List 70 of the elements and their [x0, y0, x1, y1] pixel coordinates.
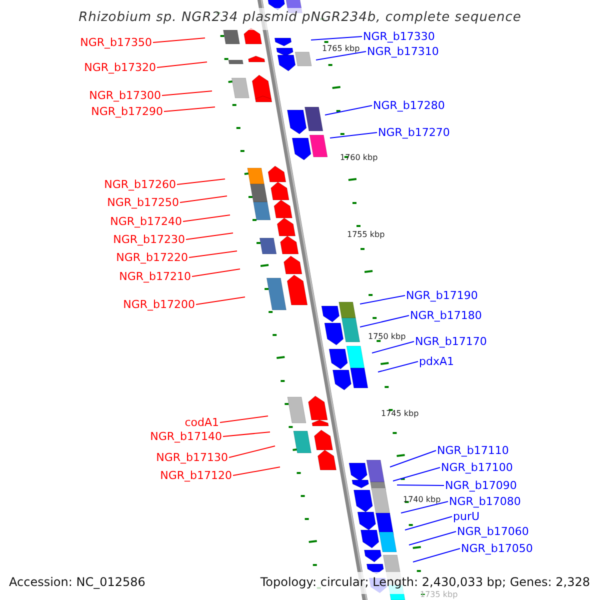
gene-label: NGR_b17140 — [150, 430, 222, 443]
gene-label: NGR_b17290 — [91, 105, 163, 118]
leader-line — [232, 466, 280, 476]
leader-line — [390, 450, 436, 468]
summary-text: Topology: circular; Length: 2,430,033 bp; Genes: 2,328 — [260, 576, 590, 589]
gene-label: NGR_b17090 — [445, 479, 517, 492]
scale-label: 1765 kbp — [322, 44, 360, 52]
gene-label: NGR_b17330 — [363, 30, 435, 43]
gene-label: NGR_b17120 — [160, 469, 232, 482]
leader-line — [156, 62, 208, 68]
gene-label: NGR_b17180 — [410, 309, 482, 322]
gene-label: NGR_b17310 — [367, 45, 439, 58]
leader-line — [152, 38, 206, 43]
leader-line — [228, 446, 276, 458]
gene-label: NGR_b17250 — [107, 196, 179, 209]
leader-line — [220, 416, 268, 423]
title: Rhizobium sp. NGR234 plasmid pNGR234b, complete sequence — [78, 11, 522, 24]
gene-label: NGR_b17200 — [123, 298, 195, 311]
gene-label: codA1 — [184, 416, 219, 429]
leader-line — [378, 361, 418, 372]
gene-label: NGR_b17110 — [437, 444, 509, 457]
scale-label: 1760 kbp — [340, 152, 378, 162]
leader-line — [164, 106, 216, 112]
leader-line — [330, 132, 378, 138]
leader-line — [400, 501, 448, 514]
leader-line — [176, 178, 226, 185]
scale-label: 1745 kbp — [381, 408, 419, 418]
gene-label: NGR_b17060 — [457, 525, 529, 538]
gene-label: purU — [453, 510, 480, 523]
leader-line — [196, 296, 246, 305]
gene-label: NGR_b17050 — [461, 542, 533, 555]
gene-label: NGR_b17230 — [113, 233, 185, 246]
leader-line — [222, 432, 270, 437]
leader-line — [360, 315, 410, 328]
leader-line — [360, 295, 406, 304]
leader-line — [396, 484, 444, 486]
leader-line — [392, 467, 440, 482]
gene-label: NGR_b17280 — [373, 99, 445, 112]
gene-label: NGR_b17300 — [89, 89, 161, 102]
leader-line — [412, 548, 460, 562]
accession-text: Accession: NC_012586 — [9, 576, 146, 589]
leader-line — [316, 51, 366, 60]
gene-label: NGR_b17270 — [378, 126, 450, 139]
leader-line — [372, 341, 414, 354]
gene-label: NGR_b17240 — [110, 215, 182, 228]
leader-line — [324, 105, 372, 116]
gene-label: NGR_b17190 — [406, 289, 478, 302]
leader-line — [162, 90, 212, 96]
scale-label: 1740 kbp — [403, 494, 441, 504]
gene-label: NGR_b17100 — [441, 461, 513, 474]
gene-label: NGR_b17220 — [116, 251, 188, 264]
gene-label: NGR_b17080 — [449, 495, 521, 508]
scale-label: 1755 kbp — [347, 230, 385, 238]
gene-label: NGR_b17320 — [84, 61, 156, 74]
leader-line — [310, 36, 362, 40]
gene-label: NGR_b17130 — [156, 451, 228, 464]
leader-line — [192, 268, 240, 277]
leader-line — [180, 196, 228, 203]
leader-line — [188, 250, 238, 258]
gene-label: NGR_b17170 — [415, 335, 487, 348]
gene-label: NGR_b17260 — [104, 178, 176, 191]
leader-line — [404, 516, 452, 530]
gene-label: pdxA1 — [419, 355, 454, 368]
gene-label: NGR_b17210 — [119, 270, 191, 283]
leader-line — [182, 214, 230, 222]
scale-label: 1750 kbp — [368, 332, 406, 340]
scale-label: 1735 kbp — [420, 590, 458, 598]
leader-line — [408, 531, 456, 546]
gene-label: NGR_b17350 — [80, 36, 152, 49]
leader-line — [186, 232, 234, 240]
